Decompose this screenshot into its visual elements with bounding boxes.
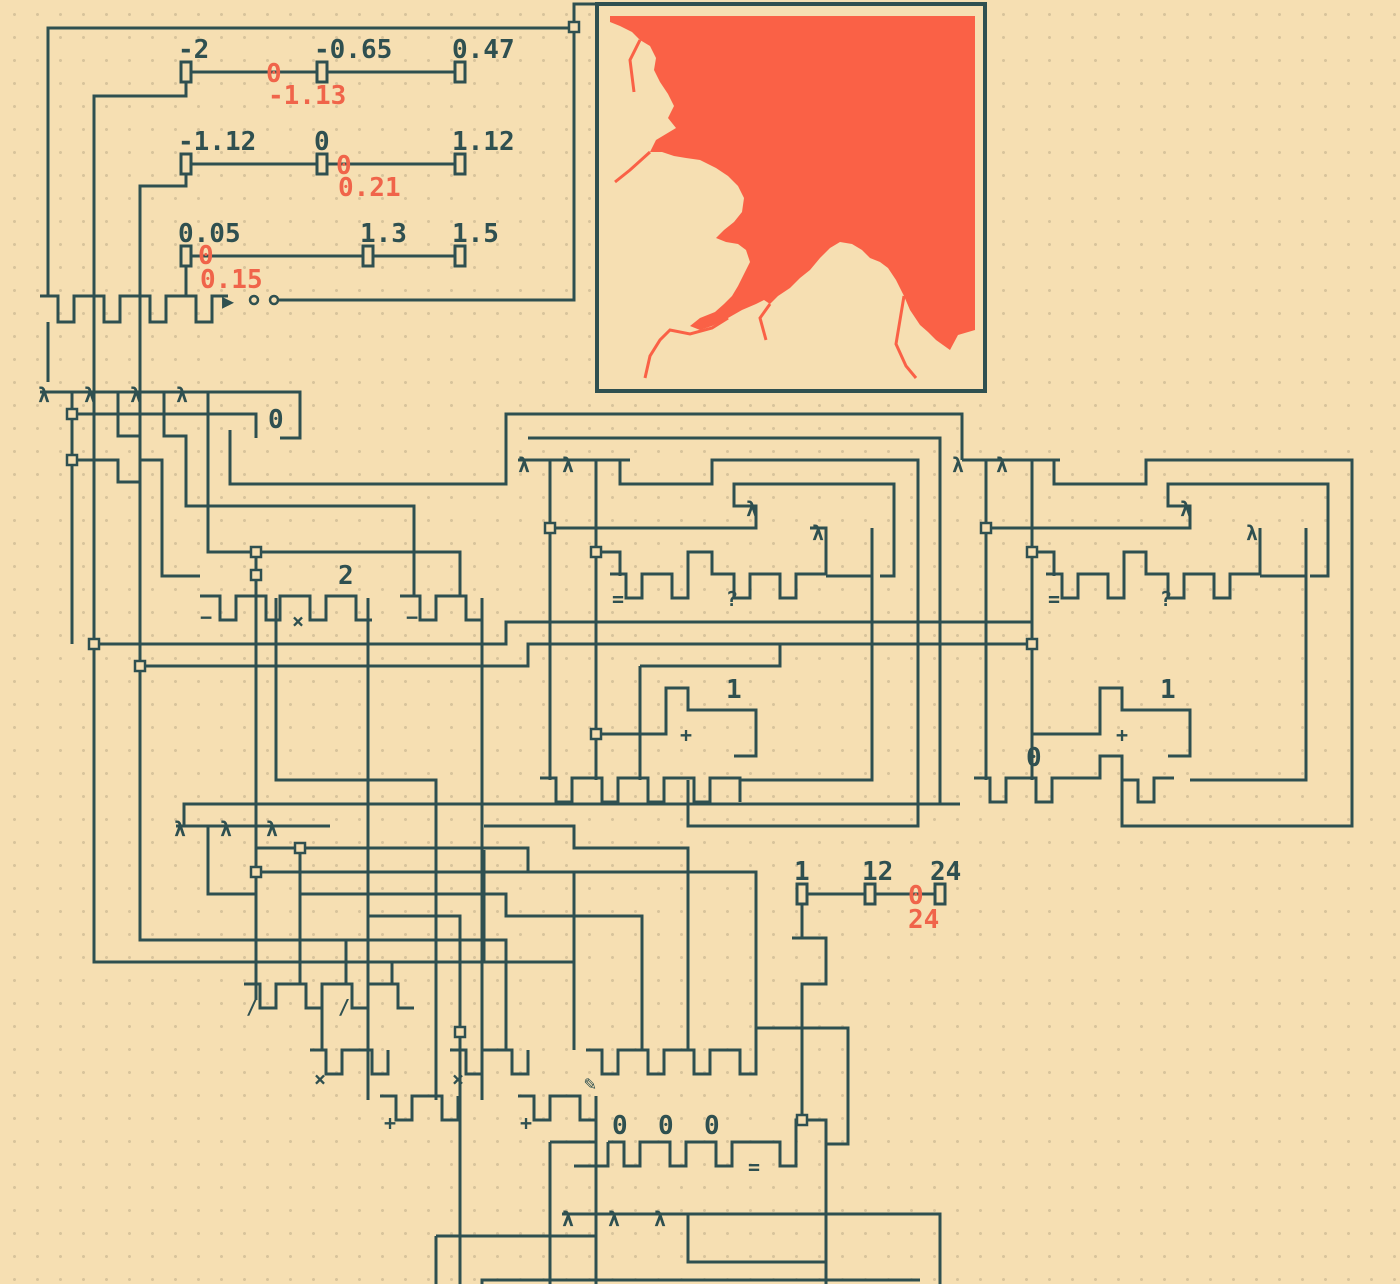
slider-3-mid-handle[interactable] bbox=[361, 244, 375, 268]
lambda-icon[interactable]: λ bbox=[1246, 521, 1258, 545]
fractal-filament-2 bbox=[894, 295, 918, 379]
slider-1-max-handle[interactable] bbox=[453, 60, 467, 84]
equals-operator[interactable]: = bbox=[1048, 587, 1060, 611]
slider-2-min: -1.12 bbox=[178, 127, 256, 157]
constant-zero[interactable]: 0 bbox=[658, 1111, 674, 1141]
slider-4-max: 24 bbox=[930, 857, 961, 887]
slider-3-min: 0.05 bbox=[178, 219, 241, 249]
outlet-port-2[interactable] bbox=[268, 294, 280, 306]
slider-1-min-handle[interactable] bbox=[179, 60, 193, 84]
slider-1-mid-handle[interactable] bbox=[315, 60, 329, 84]
times-operator[interactable]: × bbox=[292, 609, 304, 633]
equals-operator[interactable]: = bbox=[748, 1155, 760, 1179]
slider-2-value: 0.21 bbox=[338, 173, 401, 203]
lambda-icon[interactable]: λ bbox=[562, 453, 574, 477]
lambda-icon[interactable]: λ bbox=[608, 1207, 620, 1231]
plus-operator[interactable]: + bbox=[520, 1111, 532, 1135]
lambda-icon[interactable]: λ bbox=[654, 1207, 666, 1231]
constant-two[interactable]: 2 bbox=[338, 561, 354, 591]
constant-zero[interactable]: 0 bbox=[1026, 743, 1042, 773]
slider-3-min-handle[interactable] bbox=[179, 244, 193, 268]
slider-1-value: -1.13 bbox=[268, 81, 346, 111]
fractal-filament-1 bbox=[643, 303, 772, 379]
slider-4-value: 24 bbox=[908, 905, 939, 935]
equals-operator[interactable]: = bbox=[612, 587, 624, 611]
lambda-icon[interactable]: λ bbox=[38, 383, 50, 407]
lambda-row-1[interactable]: λ λ λ λ 0 bbox=[38, 383, 284, 435]
minus-operator[interactable]: − bbox=[406, 605, 418, 629]
constant-one[interactable]: 1 bbox=[726, 675, 742, 705]
lambda-icon[interactable]: λ bbox=[746, 497, 758, 521]
slider-2-mid-handle[interactable] bbox=[315, 152, 329, 176]
slider-4-min: 1 bbox=[794, 857, 810, 887]
constant-zero[interactable]: 0 bbox=[704, 1111, 720, 1141]
slider-1[interactable]: -2 -0.65 0.47 0 -1.13 bbox=[178, 35, 515, 111]
slider-1-knob[interactable]: 0 bbox=[266, 59, 282, 89]
play-button[interactable]: ▶ bbox=[222, 289, 234, 313]
constant-zero[interactable]: 0 bbox=[612, 1111, 628, 1141]
question-operator[interactable]: ? bbox=[726, 587, 738, 611]
slider-2-min-handle[interactable] bbox=[179, 152, 193, 176]
slider-3[interactable]: 0.05 1.3 1.5 0 0.15 bbox=[178, 219, 499, 295]
slider-4-max-handle[interactable] bbox=[933, 882, 947, 906]
times-operator[interactable]: × bbox=[452, 1067, 464, 1091]
slider-3-value: 0.15 bbox=[200, 265, 263, 295]
plus-operator[interactable]: + bbox=[384, 1111, 396, 1135]
slider-2-max-handle[interactable] bbox=[453, 152, 467, 176]
slider-1-max: 0.47 bbox=[452, 35, 515, 65]
lambda-icon[interactable]: λ bbox=[84, 383, 96, 407]
lambda-icon[interactable]: λ bbox=[266, 817, 278, 841]
divide-operator[interactable]: / bbox=[246, 995, 258, 1019]
lambda-icon[interactable]: λ bbox=[812, 521, 824, 545]
times-operator[interactable]: × bbox=[314, 1067, 326, 1091]
fractal-filament-3 bbox=[614, 39, 652, 184]
minus-operator[interactable]: − bbox=[200, 605, 212, 629]
constant-zero[interactable]: 0 bbox=[268, 405, 284, 435]
wires bbox=[40, 2, 1354, 1284]
slider-3-mid: 1.3 bbox=[360, 219, 407, 249]
slider-2[interactable]: -1.12 0 1.12 0 0.21 bbox=[178, 127, 515, 203]
slider-3-max-handle[interactable] bbox=[453, 244, 467, 268]
slider-4[interactable]: 1 12 24 0 24 bbox=[794, 857, 961, 935]
outlet-port[interactable] bbox=[248, 294, 260, 306]
lambda-icon[interactable]: λ bbox=[1180, 497, 1192, 521]
slider-4-mid-handle[interactable] bbox=[863, 882, 877, 906]
lambda-icon[interactable]: λ bbox=[518, 453, 530, 477]
lambda-icon[interactable]: λ bbox=[220, 817, 232, 841]
question-operator[interactable]: ? bbox=[1160, 587, 1172, 611]
junctions bbox=[65, 20, 1039, 1127]
lambda-icon[interactable]: λ bbox=[130, 383, 142, 407]
lambda-icon[interactable]: λ bbox=[174, 817, 186, 841]
lambda-icon[interactable]: λ bbox=[562, 1207, 574, 1231]
lambda-row-3[interactable]: λ λ λ λ λ λ bbox=[174, 817, 666, 1231]
slider-2-mid: 0 bbox=[314, 127, 330, 157]
divide-operator[interactable]: / bbox=[338, 995, 350, 1019]
pencil-icon[interactable]: ✎ bbox=[584, 1071, 596, 1095]
lambda-icon[interactable]: λ bbox=[176, 383, 188, 407]
plus-operator[interactable]: + bbox=[680, 723, 692, 747]
slider-1-min: -2 bbox=[178, 35, 209, 65]
slider-4-knob[interactable]: 0 bbox=[908, 881, 924, 911]
plus-operator[interactable]: + bbox=[1116, 723, 1128, 747]
slider-3-max: 1.5 bbox=[452, 219, 499, 249]
slider-2-max: 1.12 bbox=[452, 127, 515, 157]
fractal-preview[interactable] bbox=[595, 2, 987, 393]
lambda-row-2[interactable]: λ λ λ λ λ λ λ λ bbox=[518, 453, 1258, 545]
slider-3-knob[interactable]: 0 bbox=[198, 241, 214, 271]
lambda-icon[interactable]: λ bbox=[996, 453, 1008, 477]
slider-1-mid: -0.65 bbox=[314, 35, 392, 65]
slider-4-min-handle[interactable] bbox=[795, 882, 809, 906]
operators[interactable]: − × 2 − = ? = ? 1 + 1 + 0 / / × × + + ✎ … bbox=[200, 561, 1176, 1179]
lambda-icon[interactable]: λ bbox=[952, 453, 964, 477]
constant-one[interactable]: 1 bbox=[1160, 675, 1176, 705]
slider-2-knob[interactable]: 0 bbox=[336, 151, 352, 181]
slider-4-mid: 12 bbox=[862, 857, 893, 887]
fractal-shape bbox=[610, 16, 975, 350]
